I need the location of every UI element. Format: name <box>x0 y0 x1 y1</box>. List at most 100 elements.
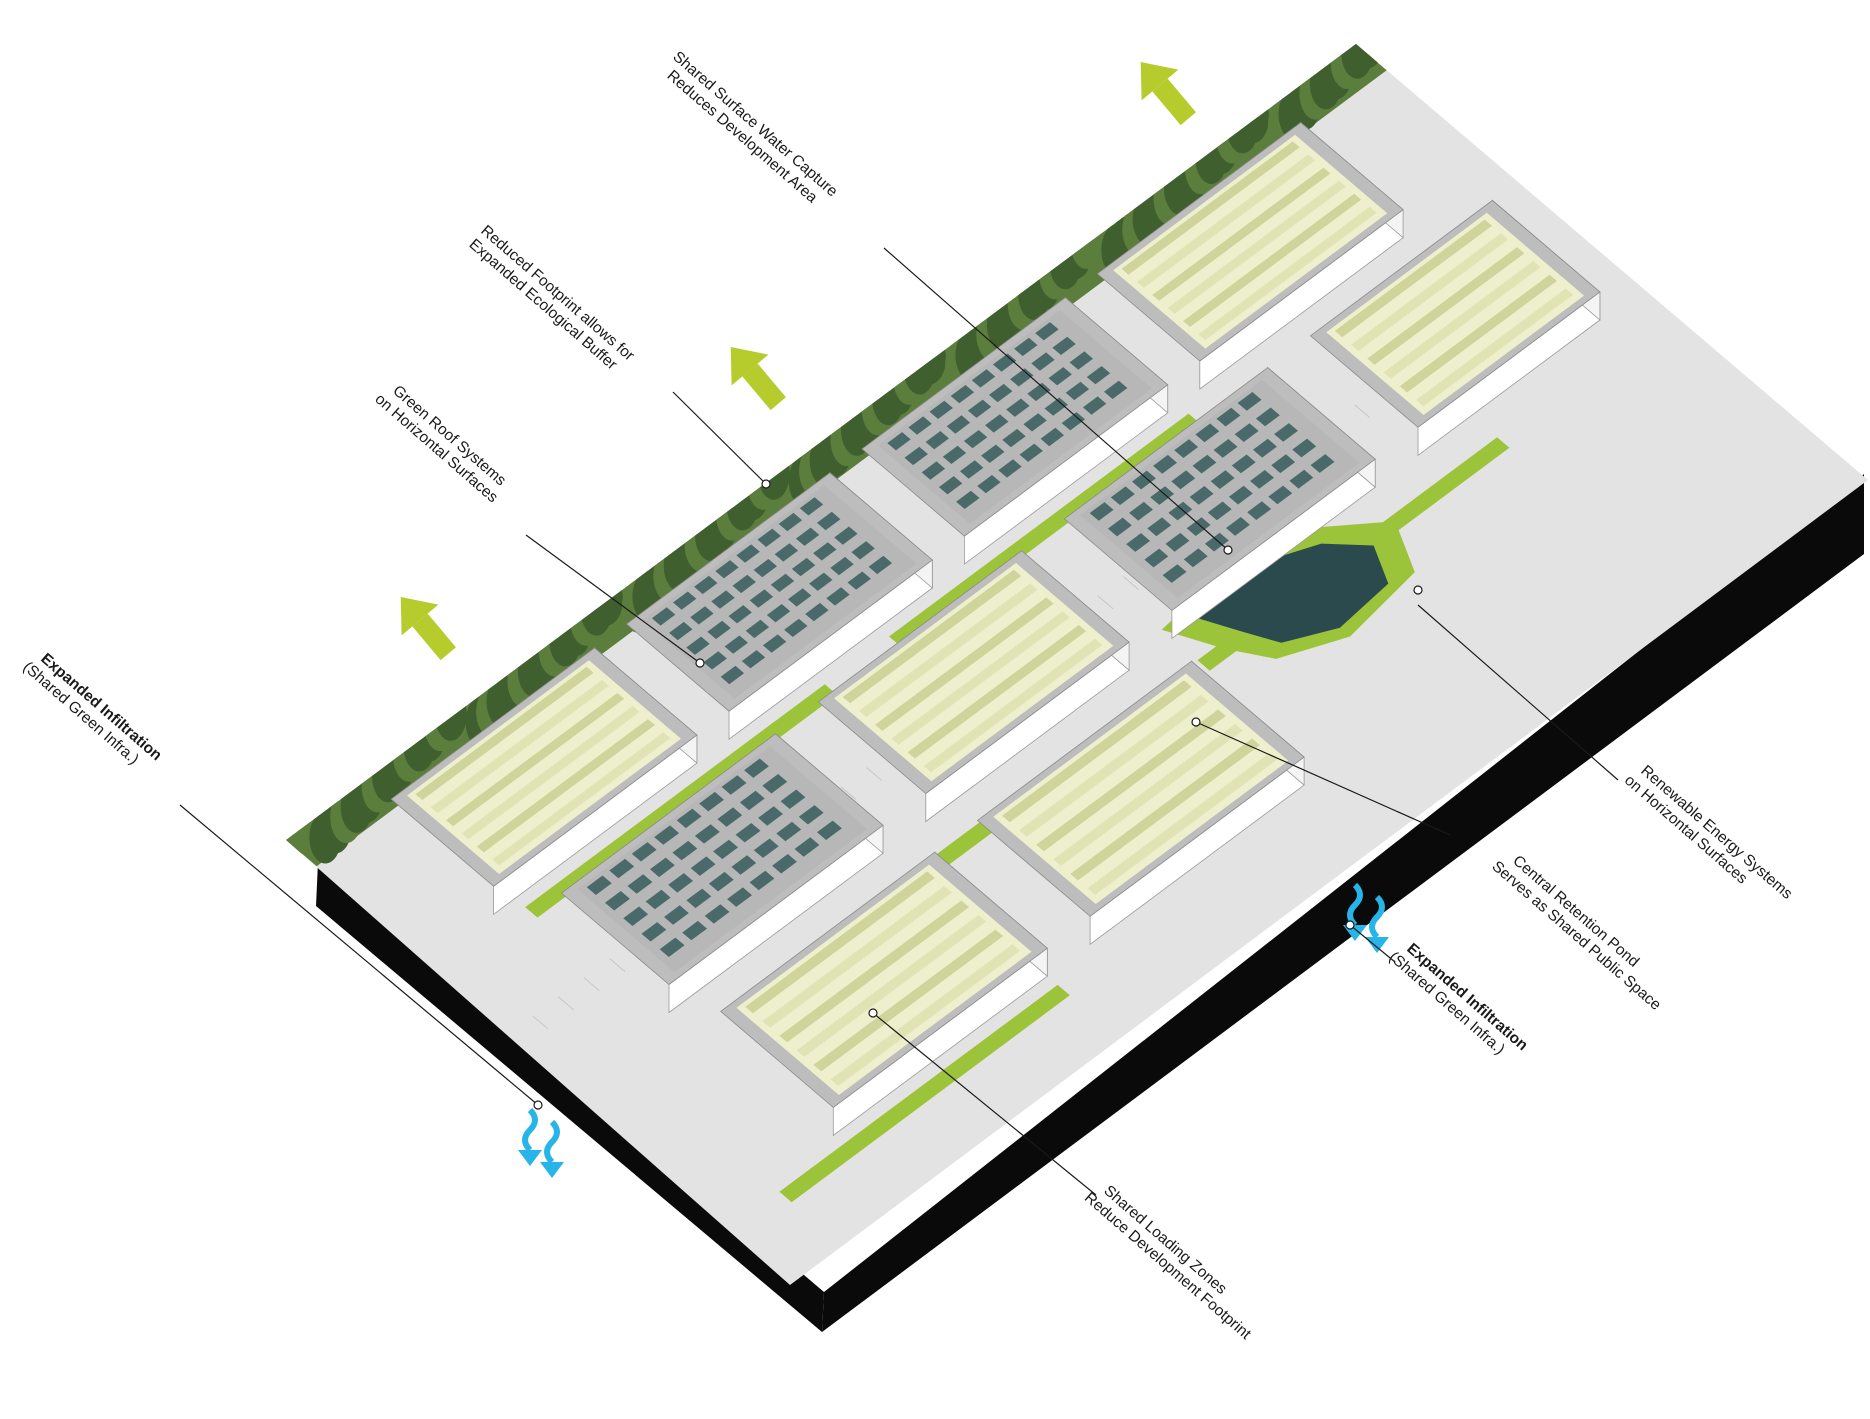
green-roof-strip <box>745 871 935 1014</box>
leader-green-roof <box>525 534 701 664</box>
solar-panel-row <box>1162 564 1187 583</box>
label-reduced-footprint-line1: Reduced Footprint allows for <box>477 222 637 364</box>
solar-panel-row <box>605 891 630 911</box>
green-roof-strip <box>923 638 1103 773</box>
solar-panel-row <box>694 575 718 595</box>
central-retention-pond <box>1161 521 1415 659</box>
green-roof-strip <box>1334 219 1492 338</box>
label-reduced-footprint: Reduced Footprint allows for Expanded Ec… <box>466 222 638 373</box>
leader-dot <box>1223 545 1233 555</box>
leader-dot <box>533 1100 543 1110</box>
leader-infiltration-left <box>179 804 539 1106</box>
solar-panel-row <box>1186 517 1211 536</box>
solar-panel-row <box>817 511 841 531</box>
solar-panel-row <box>1289 469 1314 489</box>
solar-panel-row <box>741 650 766 669</box>
leader-dot <box>868 1008 878 1018</box>
green-roof-strip <box>461 706 640 840</box>
green-roof-strip <box>415 666 594 800</box>
solar-panel-row <box>778 512 803 532</box>
solar-panel-row <box>650 857 675 878</box>
solar-panel-row <box>921 461 946 480</box>
solar-panel-row <box>690 856 716 876</box>
solar-panel-row <box>799 497 824 516</box>
green-roof-strip <box>1152 167 1331 301</box>
solar-panel-row <box>1052 336 1076 355</box>
solar-panel-row <box>1010 368 1034 387</box>
solar-panel-row <box>780 789 806 809</box>
leader-loading-zones <box>872 1012 1097 1196</box>
slab-front-face <box>316 862 824 1332</box>
water-arrow-wave <box>544 1119 560 1165</box>
label-infiltration-left-line1: Expanded Infiltration <box>37 650 164 764</box>
label-infiltration-left-line2: (Shared Green Infra.) <box>20 659 142 768</box>
solar-panel-row <box>985 414 1009 433</box>
infiltration-arrows <box>518 882 1389 1178</box>
tree <box>434 688 467 741</box>
water-arrow-head <box>518 1150 542 1166</box>
solar-panel-row <box>1132 470 1156 490</box>
solar-panel-row <box>753 838 779 858</box>
solar-panel-row <box>1089 502 1114 521</box>
solar-panel-row <box>631 842 657 862</box>
green-roof-strip <box>796 915 986 1057</box>
solar-panel-row <box>1048 367 1072 386</box>
solar-panel-row <box>708 871 734 892</box>
solar-panel-row <box>1183 548 1208 568</box>
solar-panel-row <box>963 430 988 449</box>
solar-panel-row <box>1082 396 1107 415</box>
leader-retention-pond <box>1195 721 1451 836</box>
green-roof-strip <box>1351 233 1509 351</box>
green-roof-strip <box>907 625 1087 759</box>
solar-panel-row <box>686 636 710 655</box>
solar-panel-row <box>998 459 1022 478</box>
solar-panel-row <box>1292 438 1317 458</box>
solar-panel-row <box>704 904 730 924</box>
solar-panel-row <box>721 775 747 795</box>
solar-panel-row <box>981 444 1005 463</box>
leader-dot <box>1413 585 1423 595</box>
solar-panel-row <box>739 790 765 811</box>
green-roof-strip <box>830 944 1021 1086</box>
solar-panel-row <box>651 607 676 626</box>
solar-panel-row <box>1189 486 1214 505</box>
solar-panel-row <box>1014 337 1038 357</box>
solar-panel-row <box>717 807 743 827</box>
solar-panel-row <box>744 758 769 778</box>
label-loading-zones-line1: Shared Loading Zones <box>1100 1182 1230 1298</box>
leader-dot <box>1191 717 1201 727</box>
green-roof-strip <box>842 569 1022 704</box>
solar-panel-row <box>925 431 949 450</box>
solar-panel-row <box>1002 428 1026 448</box>
tree <box>1070 216 1103 269</box>
green-roof-strip <box>1167 180 1346 314</box>
solar-panel-row <box>645 889 671 910</box>
label-infiltration-right-line2: (Shared Green Infra.) <box>1386 949 1508 1058</box>
tree <box>286 804 311 857</box>
solar-panel-row <box>847 571 871 590</box>
parking-stall-line <box>558 996 575 1011</box>
label-loading-zones: Shared Loading Zones Reduce Development … <box>1081 1182 1255 1343</box>
green-roof-surface <box>1113 134 1388 349</box>
solar-panel-row <box>1144 548 1169 568</box>
solar-panel-row <box>938 476 963 495</box>
green-roof-strip <box>1087 753 1277 895</box>
green-roof-strip <box>1053 724 1243 866</box>
label-water-capture: Shared Surface Water Capture Reduces Dev… <box>664 48 841 207</box>
leader-reduced-footprint <box>672 391 767 485</box>
solar-panel-row <box>1110 486 1135 506</box>
water-arrow-wave <box>1347 882 1363 928</box>
solar-panel-row <box>727 887 752 907</box>
solar-panel-row <box>762 774 788 794</box>
solar-panel-row <box>1192 454 1217 474</box>
slab-right-face <box>822 474 1864 1332</box>
label-water-capture-line1: Shared Surface Water Capture <box>669 48 840 200</box>
water-arrow-head <box>1365 937 1389 953</box>
label-retention-pond-line1: Central Retention Pond <box>1509 852 1642 971</box>
solar-panel-row <box>1150 486 1175 505</box>
solar-panel-row <box>1253 438 1277 458</box>
leader-dot <box>695 658 705 668</box>
solar-panel-row <box>904 446 928 466</box>
solar-panel-row <box>699 791 724 812</box>
warehouse-building <box>720 851 1048 1137</box>
